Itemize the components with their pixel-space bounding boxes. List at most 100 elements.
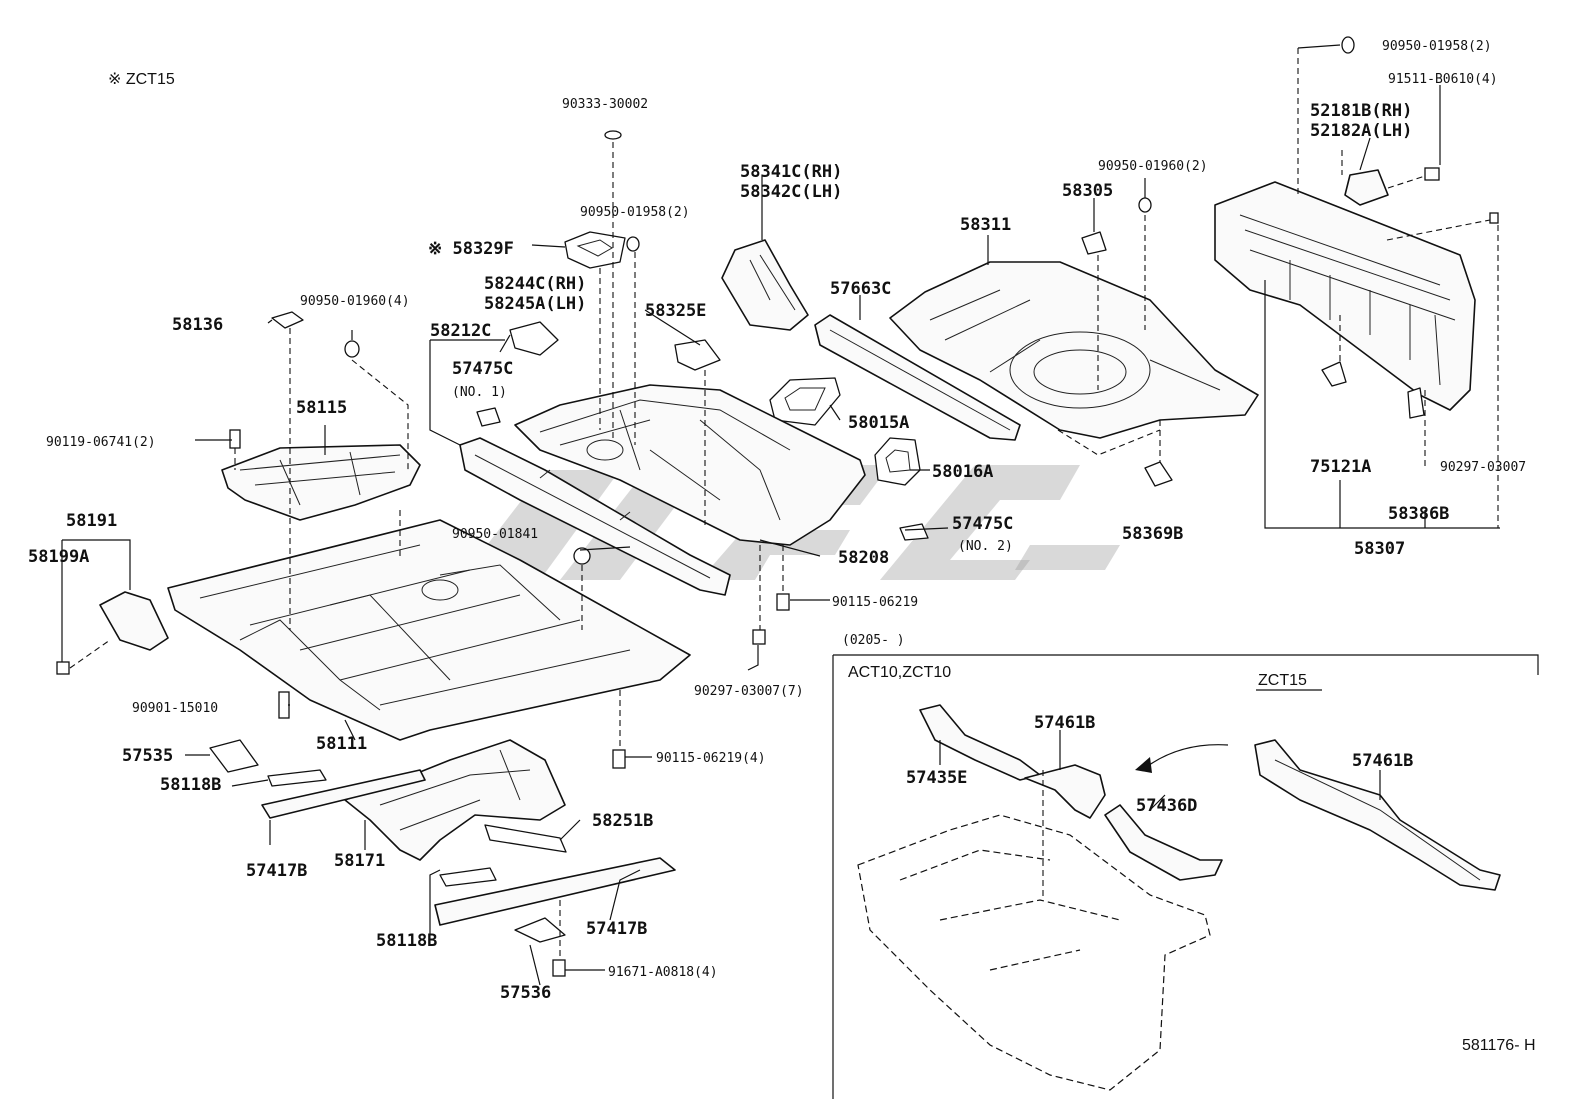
- label-57461B-b: 57461B: [1352, 751, 1413, 771]
- bracket-58305: [1081, 231, 1107, 255]
- center-floor-58208: [514, 384, 866, 546]
- label-57475C-no2-sub: (NO. 2): [958, 539, 1013, 554]
- bolt-58199A: [56, 661, 70, 675]
- front-floor-panel-58115: [221, 444, 421, 521]
- pad-58016A: [874, 437, 921, 486]
- reinforcement-58251B: [484, 824, 567, 853]
- crossmember-57663C: [814, 314, 1021, 441]
- label-52181B: 52181B(RH): [1310, 101, 1412, 121]
- label-58016A: 58016A: [932, 462, 993, 482]
- label-90950-01960-a: 90950-01960(4): [300, 294, 410, 309]
- label-act10-zct10: ACT10,ZCT10: [848, 664, 951, 681]
- nut-90950-01958-top: [1341, 36, 1355, 54]
- label-58369B: 58369B: [1122, 524, 1183, 544]
- label-58244C: 58244C(RH): [484, 274, 586, 294]
- label-90950-01841: 90950-01841: [452, 527, 538, 542]
- label-91511-B0610: 91511-B0610(4): [1388, 72, 1498, 87]
- clip-90297-right: [1489, 212, 1499, 224]
- label-57435E: 57435E: [906, 768, 967, 788]
- label-90950-01958-a: 90950-01958(2): [580, 205, 690, 220]
- label-57475C-no1: 57475C: [452, 359, 513, 379]
- label-58329F: ※ 58329F: [428, 239, 514, 259]
- label-58208: 58208: [838, 548, 889, 568]
- label-58015A: 58015A: [848, 413, 909, 433]
- label-90119-06741: 90119-06741(2): [46, 435, 156, 450]
- pad-58015A: [769, 377, 841, 426]
- nut-90950-01841: [573, 547, 591, 565]
- label-90115-06219-b: 90115-06219(4): [656, 751, 766, 766]
- bracket-58369B: [1144, 461, 1173, 487]
- bracket-57475C-no1: [476, 407, 501, 427]
- arrow-icon: [1135, 744, 1229, 773]
- label-58136: 58136: [172, 315, 223, 335]
- variant-note: ※ ZCT15: [108, 71, 175, 88]
- rail-57417B-a: [261, 769, 426, 819]
- label-58251B: 58251B: [592, 811, 653, 831]
- label-58307: 58307: [1354, 539, 1405, 559]
- plug-90333: [604, 130, 622, 140]
- label-58118B-a: 58118B: [160, 775, 221, 795]
- label-57535: 57535: [122, 746, 173, 766]
- label-58191: 58191: [66, 511, 117, 531]
- bolt-90115-b: [612, 749, 626, 769]
- rail-57417B-b: [434, 857, 676, 926]
- label-58245A: 58245A(LH): [484, 294, 586, 314]
- label-58325E: 58325E: [645, 301, 706, 321]
- nut-90950-01960-b: [1138, 197, 1152, 213]
- bolt-91511: [1424, 167, 1440, 181]
- label-57461B-a: 57461B: [1034, 713, 1095, 733]
- label-90115-06219-a: 90115-06219: [832, 595, 918, 610]
- label-58115: 58115: [296, 398, 347, 418]
- member-57461B-right: [1254, 739, 1501, 891]
- label-58342C: 58342C(LH): [740, 182, 842, 202]
- label-57417B-b: 57417B: [586, 919, 647, 939]
- label-57475C-no2: 57475C: [952, 514, 1013, 534]
- label-58199A: 58199A: [28, 547, 89, 567]
- bracket-58191: [99, 591, 169, 651]
- nut-90950-01958-a: [626, 236, 640, 252]
- bracket-57535: [209, 739, 259, 773]
- label-58118B-b: 58118B: [376, 931, 437, 951]
- label-58111: 58111: [316, 734, 367, 754]
- pad-58329F: [564, 231, 626, 269]
- label-58386B: 58386B: [1388, 504, 1449, 524]
- label-75121A: 75121A: [1310, 457, 1371, 477]
- nut-90950-01960-a: [344, 340, 360, 358]
- label-90297-03007-a: 90297-03007(7): [694, 684, 804, 699]
- label-date-range: (0205- ): [842, 633, 905, 648]
- front-floor-58111: [167, 519, 691, 741]
- label-57536: 57536: [500, 983, 551, 1003]
- bracket-58341C: [721, 239, 809, 331]
- reinforcement-58118B-b: [439, 867, 497, 887]
- bolt-90115-a: [776, 593, 790, 611]
- member-57436D: [1104, 804, 1223, 881]
- label-57417B-a: 57417B: [246, 861, 307, 881]
- bracket-75121A: [1321, 361, 1347, 387]
- label-90950-01960-b: 90950-01960(2): [1098, 159, 1208, 174]
- label-58171: 58171: [334, 851, 385, 871]
- floor-phantom: [857, 814, 1211, 1091]
- label-57475C-no1-sub: (NO. 1): [452, 385, 507, 400]
- label-90950-01958-b: 90950-01958(2): [1382, 39, 1492, 54]
- bracket-57475C-no2: [899, 523, 929, 541]
- label-90333-30002: 90333-30002: [562, 97, 648, 112]
- label-58341C: 58341C(RH): [740, 162, 842, 182]
- bolt-90901: [278, 691, 290, 719]
- label-52182A: 52182A(LH): [1310, 121, 1412, 141]
- label-58305: 58305: [1062, 181, 1113, 201]
- plate-58136: [271, 311, 304, 329]
- label-57663C: 57663C: [830, 279, 891, 299]
- label-90901-15010: 90901-15010: [132, 701, 218, 716]
- bracket-58244C: [509, 321, 559, 356]
- label-90297-03007-right: 90297-03007: [1440, 460, 1526, 475]
- label-58311: 58311: [960, 215, 1011, 235]
- rear-panel-58307: [1214, 181, 1476, 411]
- tunnel-58171: [344, 739, 566, 861]
- label-91671-A0818: 91671-A0818(4): [608, 965, 718, 980]
- bracket-52181B: [1344, 169, 1389, 206]
- section-frame: [832, 654, 1539, 1099]
- pad-58325E: [674, 339, 721, 371]
- bracket-57536: [514, 917, 566, 943]
- reinforcement-58118B-a: [267, 769, 327, 787]
